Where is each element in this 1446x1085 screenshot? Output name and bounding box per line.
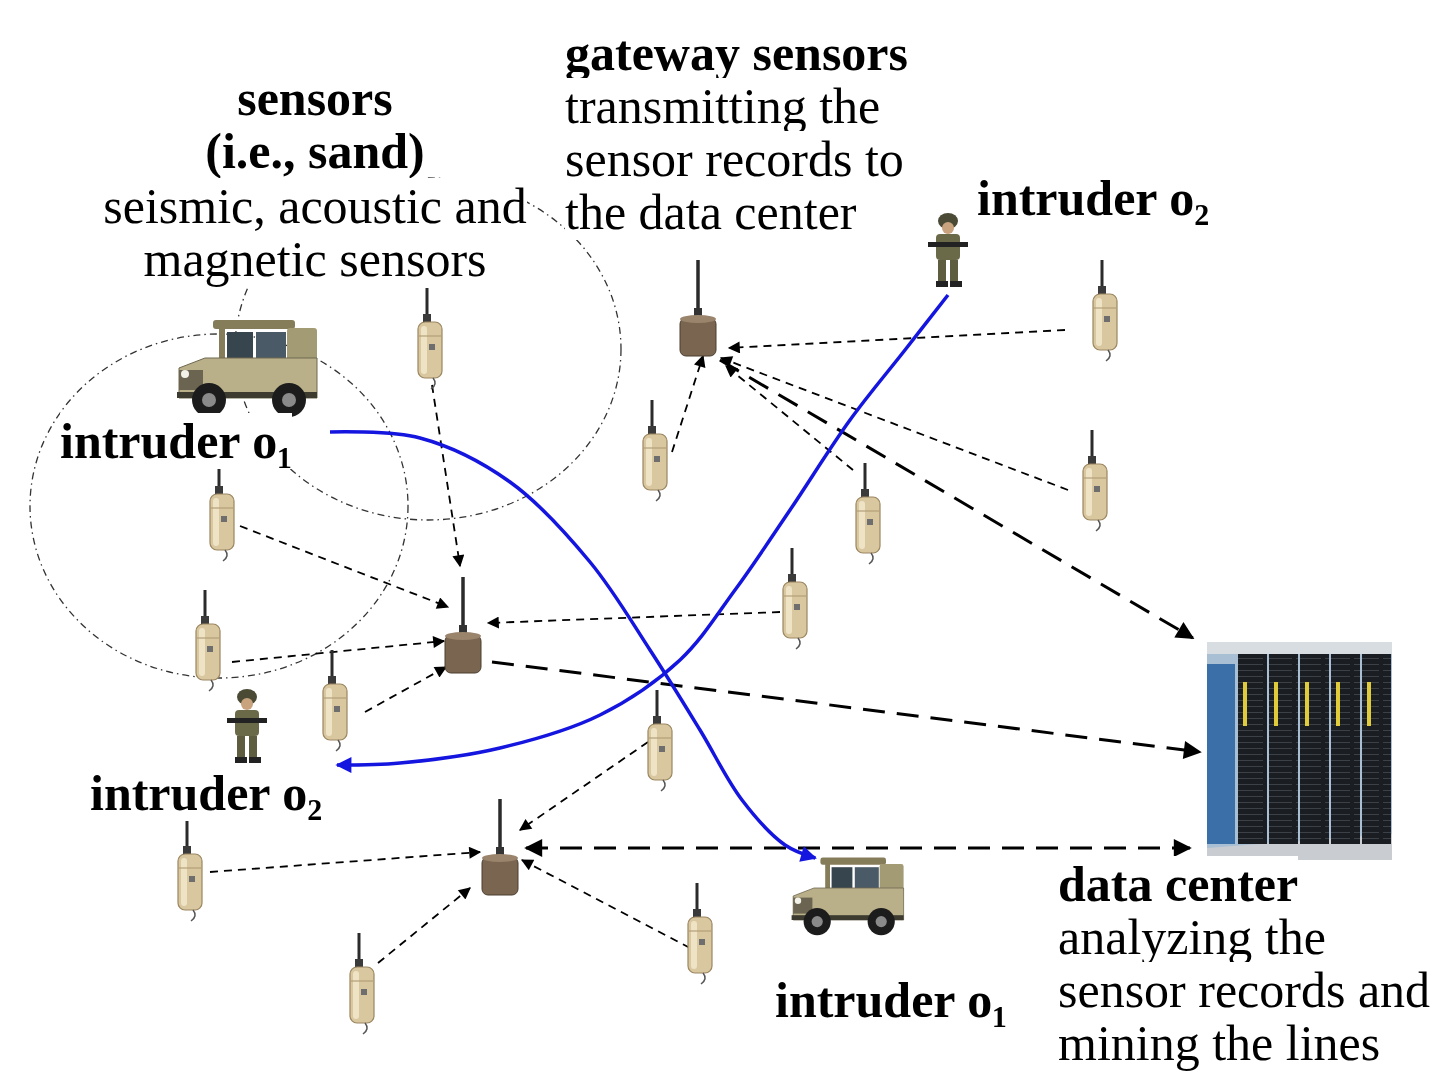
annotation-label: sensors (i.e., sand)	[205, 70, 424, 179]
sensor-link	[365, 667, 446, 712]
text-group: intruder o₁	[60, 415, 292, 468]
gateway-icon	[680, 260, 716, 356]
sensor-icon	[323, 650, 347, 751]
text-group: intruder o₁	[775, 974, 1007, 1027]
sensor-links	[210, 330, 1068, 963]
sensor-link	[672, 356, 703, 452]
text-line: gateway sensors	[565, 27, 920, 80]
server-rack	[1331, 654, 1360, 844]
gateway-sensor-node: gateway sensorstransmitting the sensor r…	[560, 25, 925, 360]
server-rack	[1238, 654, 1267, 844]
rack-stripe	[1336, 682, 1340, 726]
text-line: intruder o₂	[90, 767, 322, 820]
sensor-link	[726, 366, 853, 470]
label-block: seismic, acoustic and magnetic sensors	[95, 180, 535, 286]
jeep-icon	[792, 858, 904, 936]
rack-stripe	[1243, 682, 1247, 726]
node-heading: intruder o₂	[977, 170, 1209, 226]
node-heading: gateway sensors	[565, 25, 908, 81]
soldier-icon	[928, 213, 968, 287]
server-room-picture	[1207, 642, 1392, 860]
node-heading: data center	[1058, 856, 1298, 912]
rack-stripe	[1274, 682, 1278, 726]
trajectory-arrow	[330, 432, 815, 858]
sensor-link	[520, 742, 648, 830]
intruder-node: intruder o₁	[55, 320, 330, 470]
node-heading: intruder o₁	[775, 972, 1007, 1028]
server-rack	[1269, 654, 1298, 844]
rack-stripe	[1305, 682, 1309, 726]
soldier-icon	[227, 689, 267, 763]
sensor-link	[488, 612, 780, 623]
intruder-node: intruder o₁	[770, 858, 1022, 1030]
text-line: intruder o₂	[977, 172, 1209, 225]
gateway-uplink	[492, 662, 1200, 752]
sensor-icon	[783, 548, 807, 649]
server-rack	[1362, 654, 1391, 844]
sensor-icon	[688, 883, 712, 984]
sensor-icon	[418, 288, 442, 389]
node-body: analyzing the sensor records and mining …	[1058, 909, 1430, 1071]
text-line: analyzing the sensor records and mining …	[1058, 911, 1440, 1070]
gateway-icon	[445, 577, 481, 673]
text-line: transmitting the sensor records to the d…	[565, 80, 920, 239]
sensor-link	[378, 888, 470, 963]
room-wall	[1207, 642, 1392, 860]
sensor-icon	[856, 463, 880, 564]
data-center-node: data centeranalyzing the sensor records …	[1054, 638, 1444, 1078]
text-group: intruder o₂	[90, 767, 322, 820]
sensor-icon	[178, 820, 202, 921]
jeep-icon	[177, 320, 317, 417]
intruder-node: intruder o₂	[922, 170, 1214, 295]
sensor-link	[729, 330, 1065, 348]
node-heading: intruder o₁	[60, 413, 292, 469]
server-rack	[1300, 654, 1329, 844]
sensor-icon	[1093, 260, 1117, 361]
sensor-icon	[1083, 430, 1107, 531]
blue-rack	[1207, 664, 1235, 844]
text-group: data centeranalyzing the sensor records …	[1058, 858, 1440, 1070]
text-line: intruder o₁	[60, 415, 292, 468]
sensor-icon	[648, 690, 672, 791]
text-group: intruder o₂	[977, 172, 1209, 225]
text-group: gateway sensorstransmitting the sensor r…	[565, 27, 920, 239]
sensor-link	[522, 860, 690, 948]
sensor-link	[210, 852, 480, 872]
gateway-icon	[482, 799, 518, 895]
text-line: intruder o₁	[775, 974, 1007, 1027]
sensor-link	[232, 641, 444, 662]
connector-group	[330, 295, 1193, 858]
gateway-uplink	[526, 847, 1190, 850]
intruder-node: intruder o₂	[85, 685, 337, 822]
sensor-link	[432, 385, 460, 566]
sensor-link	[240, 526, 448, 607]
text-line: data center	[1058, 858, 1440, 911]
room-ceiling	[1207, 642, 1392, 654]
transmission-arrow	[720, 360, 1193, 638]
node-heading: intruder o₂	[90, 765, 322, 821]
sensor-icon	[210, 460, 234, 561]
trajectory-arrow	[337, 295, 948, 765]
sensor-link	[721, 358, 1068, 490]
sensor-icon	[196, 590, 220, 691]
rack-stripe	[1367, 682, 1371, 726]
annotation-label: seismic, acoustic and magnetic sensors	[103, 178, 527, 287]
node-body: transmitting the sensor records to the d…	[565, 78, 904, 240]
sensor-icon	[643, 400, 667, 501]
label-block: sensors (i.e., sand)	[196, 72, 434, 178]
sensor-icon	[350, 933, 374, 1034]
gateway-uplinks	[492, 662, 1200, 848]
